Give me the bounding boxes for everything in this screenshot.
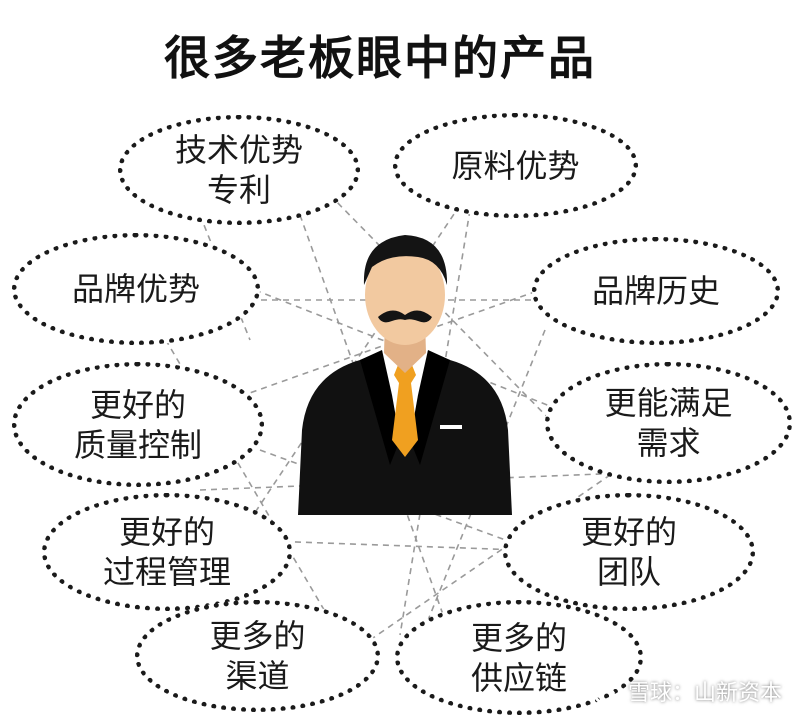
bubble-text: 专利 bbox=[206, 171, 271, 209]
bubble-channels: 更多的 渠道 bbox=[135, 600, 380, 712]
bubble-text: 原料优势 bbox=[451, 146, 580, 185]
bubble-supply-chain: 更多的 供应链 bbox=[395, 600, 643, 715]
hair bbox=[363, 235, 448, 285]
bubble-material: 原料优势 bbox=[393, 113, 638, 218]
bubble-brand: 品牌优势 bbox=[12, 233, 260, 345]
bubble-team: 更好的 团队 bbox=[503, 493, 755, 611]
bubble-text: 团队 bbox=[596, 553, 661, 591]
bubble-text: 更多的 bbox=[470, 618, 567, 657]
watermark: 雪球：山新资本 bbox=[592, 675, 782, 707]
bubble-text: 过程管理 bbox=[102, 553, 231, 591]
bubble-text: 供应链 bbox=[470, 658, 567, 697]
bubble-quality-control: 更好的 质量控制 bbox=[12, 362, 264, 487]
bubble-text: 更好的 bbox=[118, 513, 215, 551]
bubble-text: 质量控制 bbox=[73, 425, 202, 464]
bubble-meet-needs: 更能满足 需求 bbox=[545, 362, 792, 484]
left-lapel bbox=[360, 350, 400, 465]
bubble-tech-patent: 技术优势 专利 bbox=[118, 115, 360, 225]
tie bbox=[392, 365, 418, 457]
snowball-logo-icon bbox=[592, 676, 622, 706]
bubble-text: 品牌历史 bbox=[591, 272, 720, 310]
bubble-text: 更好的 bbox=[580, 513, 677, 551]
bubble-text: 渠道 bbox=[225, 657, 290, 695]
bubble-text: 更多的 bbox=[209, 617, 306, 655]
right-lapel bbox=[410, 350, 450, 465]
bubble-text: 技术优势 bbox=[174, 131, 303, 169]
bubble-text: 更好的 bbox=[89, 385, 186, 424]
mustache bbox=[378, 310, 432, 323]
bubble-process-management: 更好的 过程管理 bbox=[42, 493, 292, 611]
bubble-text: 需求 bbox=[636, 424, 701, 462]
diagram-title: 很多老板眼中的产品 bbox=[164, 31, 596, 85]
businessman-figure bbox=[298, 235, 512, 515]
watermark-text: 雪球：山新资本 bbox=[627, 681, 782, 706]
bubble-text: 品牌优势 bbox=[71, 270, 200, 308]
bubble-text: 更能满足 bbox=[604, 384, 733, 422]
pocket-square bbox=[440, 425, 462, 429]
bubble-brand-history: 品牌历史 bbox=[532, 237, 780, 345]
